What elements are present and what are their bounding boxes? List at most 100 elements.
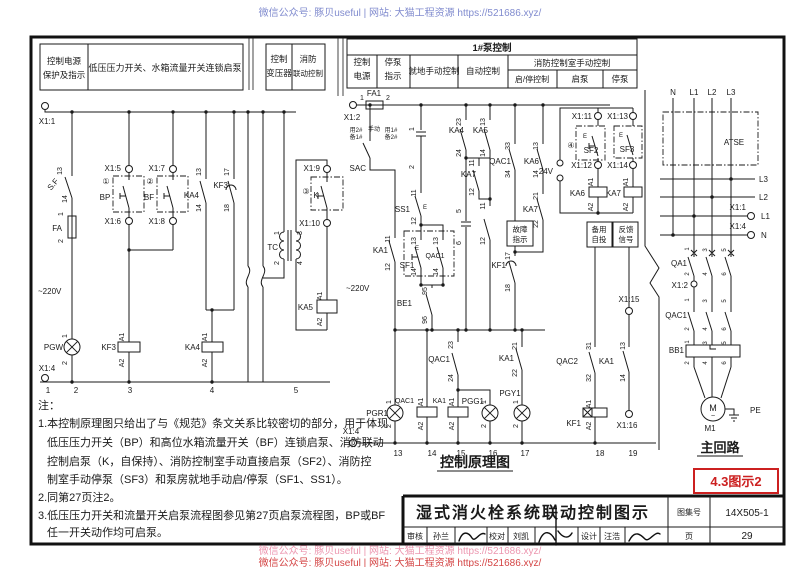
schematic-label: A1: [119, 333, 126, 342]
check-name: 孙兰: [433, 531, 449, 541]
schematic-label: 1: [62, 334, 69, 338]
schematic-label: 17: [505, 252, 512, 260]
schematic-label: X1:8: [149, 217, 166, 226]
schematic-label: A2: [119, 359, 126, 368]
lamp-PGR1: [386, 404, 404, 422]
schematic-label: X1:4: [39, 364, 56, 373]
schematic-label: 2: [513, 424, 520, 428]
schematic-label: 11: [480, 202, 487, 209]
schematic-label: K: [313, 191, 319, 200]
schematic-label: A2: [418, 422, 425, 431]
mid-table-c1-l1: 控制: [270, 54, 287, 64]
schematic-label: SF2: [584, 146, 599, 155]
signature-check: [458, 532, 486, 542]
schematic-label: KA1: [433, 398, 446, 405]
schematic-label: 17: [224, 168, 231, 176]
schematic-label: 4: [703, 272, 709, 276]
schematic-label: KA6: [570, 189, 586, 198]
schematic-label: X1:12: [571, 161, 592, 170]
schematic-label: 备2#: [385, 133, 398, 141]
schematic-label: A1: [623, 178, 630, 187]
schematic-label: 4: [297, 261, 304, 265]
schematic-label: KA6: [524, 157, 540, 166]
wires-main-circuit: [644, 90, 759, 450]
pump-c5c: 停泵: [611, 74, 629, 84]
title-block: 4.3图示2 湿式消火栓系统联动控制图示 图集号 14X505-1 页 29 审…: [401, 468, 784, 546]
schematic-label: SF3: [620, 145, 635, 154]
wires-left-section: [40, 109, 344, 383]
mid-table-c2-l1: 消防: [299, 54, 317, 64]
schematic-label: 2: [409, 165, 416, 169]
schematic-label: 11: [385, 235, 392, 242]
schematic-label: QAC1: [425, 253, 444, 260]
schematic-label: BF: [144, 193, 154, 202]
pump-c4: 自动控制: [466, 66, 500, 76]
schematic-label: 13: [411, 237, 418, 245]
signature-design: [628, 532, 661, 542]
schematic-label: 备1#: [350, 133, 363, 141]
atlas-label: 图集号: [677, 507, 701, 517]
schematic-label: 1: [46, 386, 51, 395]
schematic-label: 18: [224, 204, 231, 212]
schematic-label: 11: [411, 189, 418, 196]
schematic-label: 13: [57, 167, 64, 175]
schematic-label: 1: [58, 212, 65, 216]
schematic-label: 2: [274, 261, 281, 265]
design-label: 设计: [581, 531, 597, 541]
schematic-label: 1: [386, 400, 393, 404]
schematic-label: FA1: [367, 89, 382, 98]
schematic-label: 3: [128, 386, 133, 395]
schematic-label: 4: [703, 327, 709, 331]
schematic-label: 24: [456, 149, 463, 157]
note-line: 3.低压压力开关和流量开关启泵流程图参见第27页启泵流程图，BP或BF: [38, 508, 385, 522]
schematic-label: 24V: [539, 167, 554, 176]
schematic-label: 5: [456, 209, 463, 213]
schematic-label: 13: [620, 342, 627, 350]
schematic-label: SAC: [350, 164, 367, 173]
schematic-label: 12: [480, 237, 487, 245]
schematic-label: ②: [146, 177, 153, 186]
schematic-label: 3: [703, 341, 709, 345]
schematic-label: 32: [586, 374, 593, 382]
schematic-label: 备用: [592, 224, 607, 234]
schematic-label: X1:16: [617, 421, 638, 430]
design-name: 汪浩: [604, 531, 620, 541]
schematic-label: 23: [448, 341, 455, 349]
schematic-label: E: [619, 133, 623, 139]
schematic-label: 19: [629, 449, 638, 458]
signature-proof: [538, 505, 573, 546]
note-line: 控制启泵（K，自保持）、消防控制室手动直接启泵（SF2）、消防控: [47, 454, 372, 468]
schematic-label: 17: [521, 449, 530, 458]
schematic-label: A2: [449, 422, 456, 431]
schematic-label: 13: [394, 449, 403, 458]
schematic-label: 12: [411, 217, 418, 225]
schematic-label: TC: [267, 243, 278, 252]
schematic-label: FA: [52, 224, 62, 233]
schematic-label: 6: [722, 272, 728, 276]
schematic-label: L2: [708, 88, 717, 97]
schematic-label: 14: [428, 449, 437, 458]
proof-name: 刘凯: [513, 531, 529, 541]
schematic-label: ④: [567, 141, 574, 150]
schematic-label: A1: [202, 333, 209, 342]
schematic-label: 14: [533, 170, 540, 178]
schematic-label: 信号: [619, 234, 634, 244]
main-circuit-title: 主回路: [700, 440, 740, 455]
schematic-label: 3: [703, 248, 709, 252]
schematic-label: KA4: [449, 126, 465, 135]
schematic-label: 14: [62, 195, 69, 203]
schematic-label: X1:1: [730, 203, 747, 212]
schematic-label: 1: [274, 231, 281, 235]
schematic-label: 31: [586, 342, 593, 350]
schematic-label: X1:13: [607, 112, 628, 121]
schematic-label: A2: [588, 203, 595, 212]
schematic-label: X1:4: [730, 222, 747, 231]
schematic-label: 12: [385, 263, 392, 271]
schematic-label: KF3: [101, 343, 116, 352]
sheet-frame: [29, 35, 786, 546]
schematic-label: A2: [586, 422, 593, 431]
note-line: 2.同第27页注2。: [38, 490, 121, 504]
schematic-label: X1:11: [572, 112, 593, 121]
pump-c1-l1: 控制: [353, 57, 370, 67]
schematic-label: 21: [512, 342, 519, 350]
